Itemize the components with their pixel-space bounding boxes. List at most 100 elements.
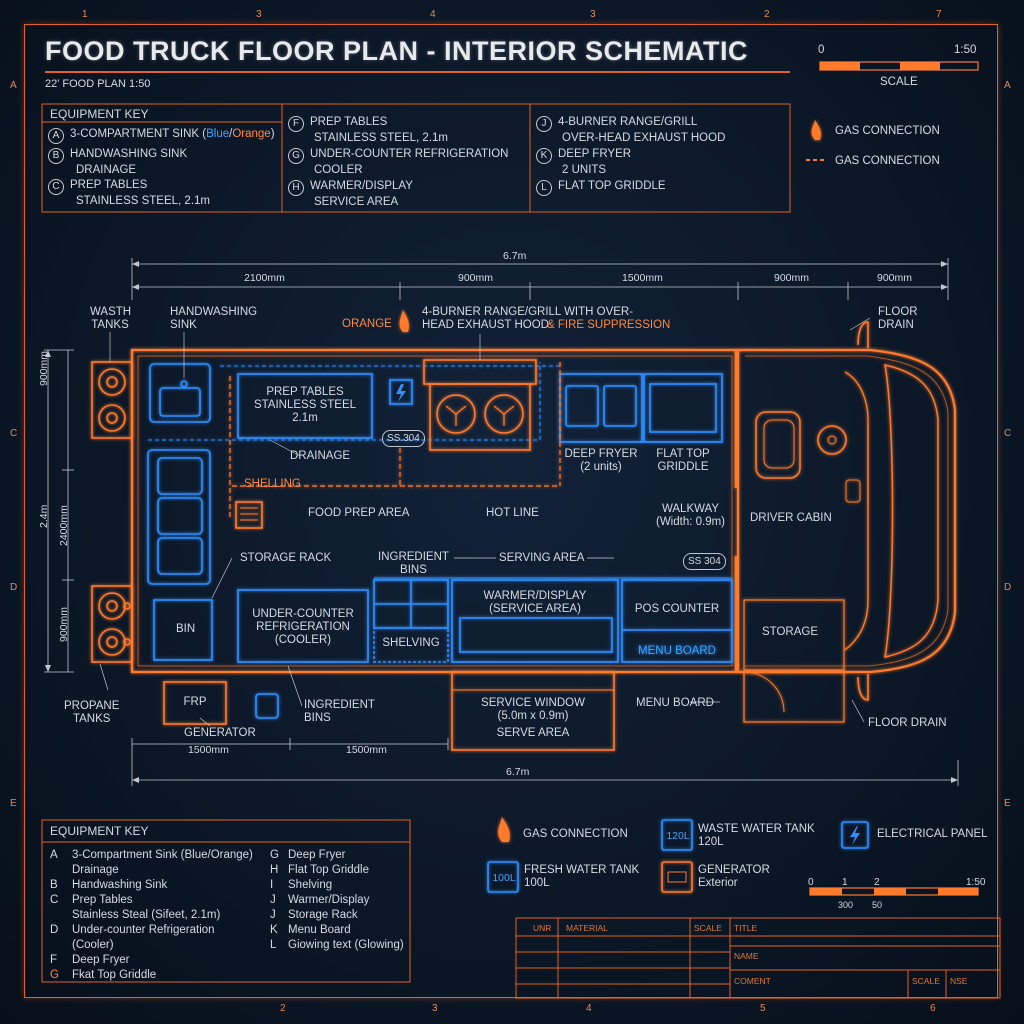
walkway-label: WALKWAY(Width: 0.9m): [656, 503, 726, 528]
scale-sub: 300: [838, 900, 854, 910]
serving-area-label: SERVING AREA: [496, 552, 588, 565]
pos-counter-label: POS COUNTER: [634, 603, 720, 615]
generator-label: GENERATOR: [184, 727, 256, 739]
gas-connection-legend: GAS CONNECTION: [835, 125, 940, 137]
bin-label: BIN: [176, 623, 196, 635]
title-underline: [45, 71, 790, 73]
drawing-frame: [24, 24, 998, 998]
dim-left-total: 2.4m: [38, 504, 50, 528]
grid-label-top: 3: [256, 9, 262, 20]
scale-tick: 2: [874, 877, 880, 888]
electrical-panel-legend: ELECTRICAL PANEL: [877, 828, 988, 840]
scale-ratio: 1:50: [954, 44, 977, 56]
scale-label: SCALE: [880, 76, 918, 88]
legend-heading: EQUIPMENT KEY: [50, 107, 149, 121]
legend-row: Drainage: [72, 864, 119, 876]
grid-label-left: E: [10, 798, 17, 809]
scale-tick: 0: [808, 877, 814, 888]
gas-connection-icon-legend: GAS CONNECTION: [523, 828, 628, 840]
dim-left-bot: 900mm: [58, 606, 70, 642]
storage-rack-label: STORAGE RACK: [240, 552, 332, 564]
grid-label-right: D: [1004, 582, 1012, 593]
gas-flame-icon: [399, 310, 510, 842]
page-subtitle: 22' FOOD PLAN 1:50: [45, 78, 151, 90]
driver-cabin-label: DRIVER CABIN: [750, 512, 832, 524]
title-block-title: TITLE: [734, 923, 758, 933]
grid-label-top: 1: [82, 9, 88, 20]
deep-fryer-label: DEEP FRYER(2 units): [564, 448, 638, 473]
grid-label-bottom: 5: [760, 1003, 766, 1014]
grid-label-top: 3: [590, 9, 596, 20]
dim-left-mid: 2400mm: [58, 505, 70, 546]
shelving-label: SHELVING: [382, 637, 440, 649]
title-block-name: NAME: [734, 951, 759, 961]
scale-bar-top: [819, 61, 979, 71]
page-title: FOOD TRUCK FLOOR PLAN - INTERIOR SCHEMAT…: [45, 36, 748, 66]
grid-label-right: A: [1004, 80, 1011, 91]
grid-label-right: E: [1004, 798, 1011, 809]
service-window-label: SERVICE WINDOW(5.0m x 0.9m)SERVE AREA: [481, 697, 585, 739]
storage-label: STORAGE: [761, 626, 819, 638]
scale-ratio-bottom: 1:50: [966, 877, 986, 888]
overall-length-top: 6.7m: [503, 250, 527, 262]
title-block-scale-2: SCALE: [912, 976, 940, 986]
title-block-coment: COMENT: [734, 976, 771, 986]
dim-segment: 2100mm: [244, 272, 285, 284]
warmer-display-label: WARMER/DISPLAY(SERVICE AREA): [483, 590, 587, 615]
scale-tick: 1: [842, 877, 848, 888]
grid-label-bottom: 4: [586, 1003, 592, 1014]
grid-label-top: 7: [936, 9, 942, 20]
dim-segment: 1500mm: [622, 272, 663, 284]
grid-label-top: 2: [764, 9, 770, 20]
gas-flame-icon: [811, 120, 821, 140]
grid-label-left: A: [10, 80, 17, 91]
gas-connection-dashed-legend: GAS CONNECTION: [835, 155, 940, 167]
waste-tank-badge: 120L: [666, 830, 690, 842]
scale-bar-bottom: [809, 887, 979, 896]
grid-label-right: C: [1004, 428, 1012, 439]
frp-label: FRP: [183, 696, 207, 708]
title-block-scale: SCALE: [694, 923, 722, 933]
legend-row: (Cooler): [72, 939, 114, 951]
grid-label-bottom: 2: [280, 1003, 286, 1014]
ss304-badge: SS 304: [683, 553, 726, 570]
grid-label-top: 4: [430, 9, 436, 20]
dim-segment: 900mm: [458, 272, 494, 284]
dim-bottom-segment: 1500mm: [188, 744, 229, 756]
overall-length-bottom: 6.7m: [506, 766, 530, 778]
legend-row: Stainless Steal (Sifeet, 2.1m): [72, 909, 221, 921]
grid-label-bottom: 3: [432, 1003, 438, 1014]
title-block-material: MATERIAL: [566, 923, 608, 933]
hot-line-label: HOT LINE: [486, 507, 539, 519]
drainage-label: DRAINAGE: [290, 450, 351, 462]
grid-label-left: C: [10, 428, 18, 439]
food-prep-area-label: FOOD PREP AREA: [308, 507, 410, 519]
fire-suppression-label: & FIRE SUPPRESSION: [547, 319, 671, 331]
